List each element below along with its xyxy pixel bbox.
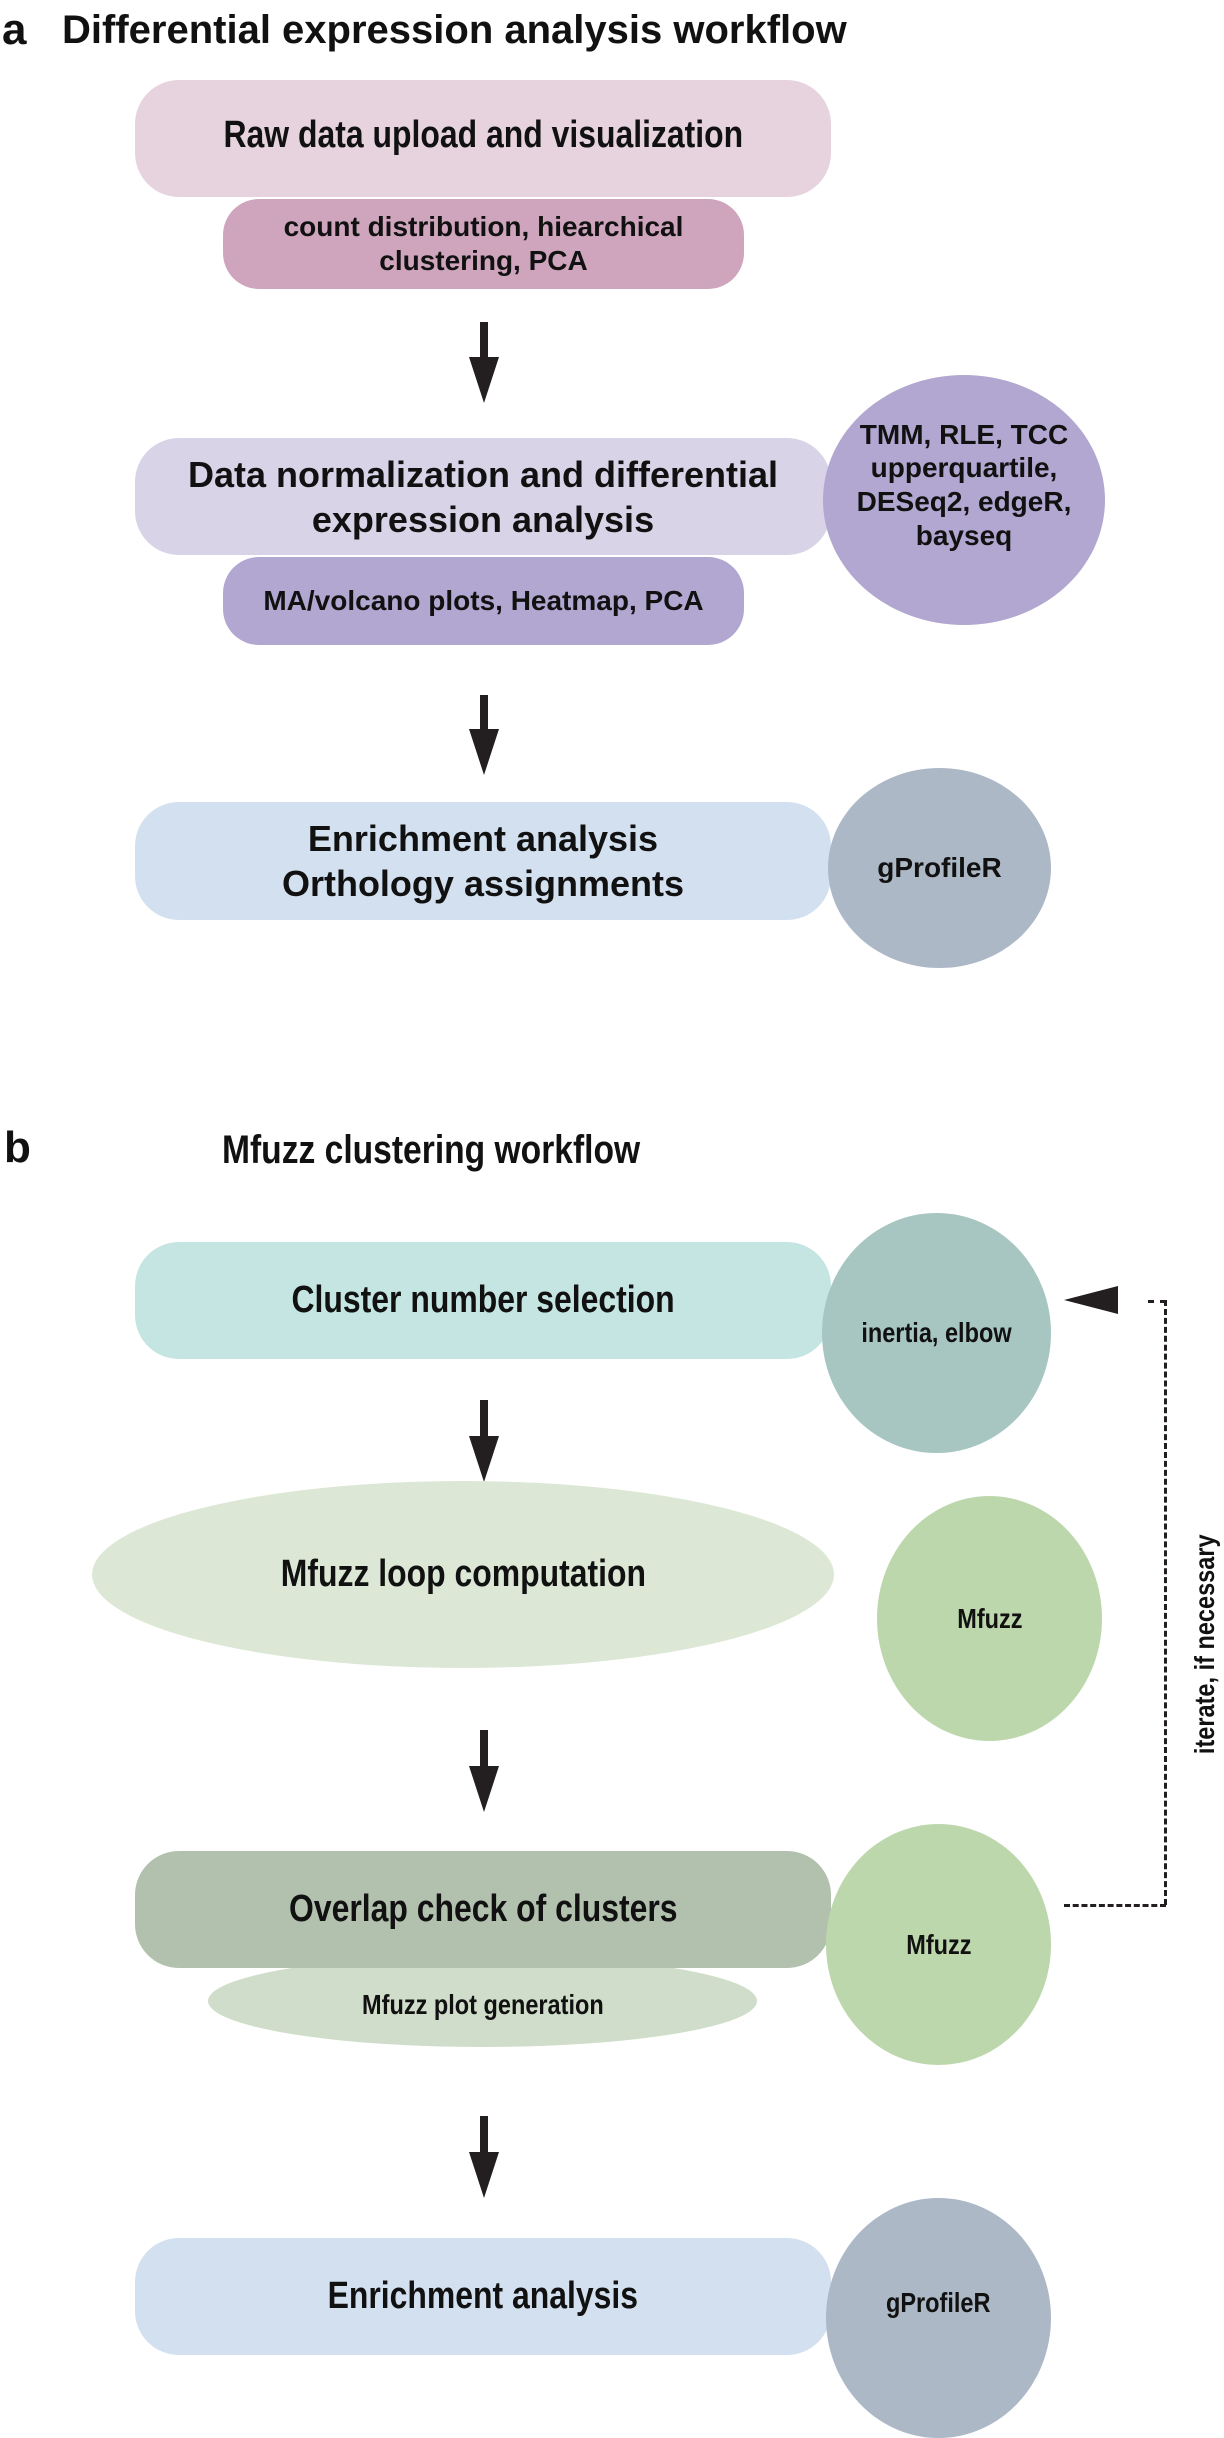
panel-b-letter: b [4, 1123, 31, 1172]
down-arrow-icon [469, 322, 499, 403]
cluster-selection-step-box: Cluster number selection [135, 1242, 831, 1359]
loop-dash-top [1148, 1300, 1166, 1303]
iterate-label: iterate, if necessary [1189, 1534, 1220, 1754]
loop-back-arrowhead-icon [1064, 1286, 1118, 1314]
mfuzz-tool-circle-1: Mfuzz [877, 1496, 1102, 1741]
mfuzz-plot-label: Mfuzz plot generation [361, 1989, 604, 2021]
panel-a-title: Differential expression analysis workflo… [62, 8, 847, 52]
inertia-elbow-label: inertia, elbow [861, 1317, 1012, 1349]
normalization-step-box: Data normalization and differential expr… [135, 438, 831, 555]
inertia-elbow-circle: inertia, elbow [822, 1213, 1051, 1453]
down-arrow-icon [469, 1730, 499, 1812]
panel-b-title: Mfuzz clustering workflow [222, 1128, 641, 1172]
enrichment-label-b: Enrichment analysis [327, 2274, 639, 2317]
normalization-tools-circle: TMM, RLE, TCC upperquartile, DESeq2, edg… [823, 375, 1105, 625]
mfuzz-tool-label-1: Mfuzz [956, 1602, 1023, 1634]
mfuzz-loop-step-ellipse: Mfuzz loop computation [92, 1481, 834, 1668]
overlap-check-step-box: Overlap check of clusters [135, 1851, 831, 1968]
down-arrow-icon [469, 1400, 499, 1482]
enrichment-label: Enrichment analysis [307, 818, 659, 859]
enrichment-step-box-b: Enrichment analysis [135, 2238, 831, 2355]
loop-dashed-line [1164, 1300, 1167, 1905]
normalization-substep-label: MA/volcano plots, Heatmap, PCA [263, 585, 704, 617]
enrichment-orthology-step-box: Enrichment analysis Orthology assignment… [135, 802, 831, 920]
raw-data-substep-box: count distribution, hiearchical clusteri… [223, 199, 744, 289]
overlap-check-label: Overlap check of clusters [288, 1887, 678, 1930]
raw-data-substep-label: count distribution, hiearchical clusteri… [283, 211, 684, 276]
normalization-tools-label: TMM, RLE, TCC upperquartile, DESeq2, edg… [856, 418, 1072, 551]
mfuzz-tool-label-2: Mfuzz [905, 1928, 972, 1960]
raw-data-step-label: Raw data upload and visualization [223, 113, 743, 156]
down-arrow-icon [469, 2116, 499, 2198]
panel-a-letter: a [2, 5, 27, 54]
cluster-selection-label: Cluster number selection [291, 1278, 675, 1321]
gprofiler-label-a: gProfileR [877, 852, 1002, 884]
mfuzz-loop-label: Mfuzz loop computation [280, 1552, 646, 1595]
mfuzz-tool-circle-2: Mfuzz [826, 1824, 1051, 2065]
gprofiler-circle-b: gProfileR [826, 2198, 1051, 2438]
orthology-label: Orthology assignments [281, 863, 685, 904]
down-arrow-icon [469, 695, 499, 775]
normalization-step-label: Data normalization and differential expr… [187, 453, 779, 540]
mfuzz-plot-ellipse: Mfuzz plot generation [208, 1955, 757, 2047]
loop-dash-bottom [1064, 1904, 1166, 1907]
raw-data-step-box: Raw data upload and visualization [135, 80, 831, 197]
normalization-substep-box: MA/volcano plots, Heatmap, PCA [223, 557, 744, 645]
gprofiler-label-b: gProfileR [886, 2287, 991, 2319]
gprofiler-circle-a: gProfileR [828, 768, 1051, 968]
